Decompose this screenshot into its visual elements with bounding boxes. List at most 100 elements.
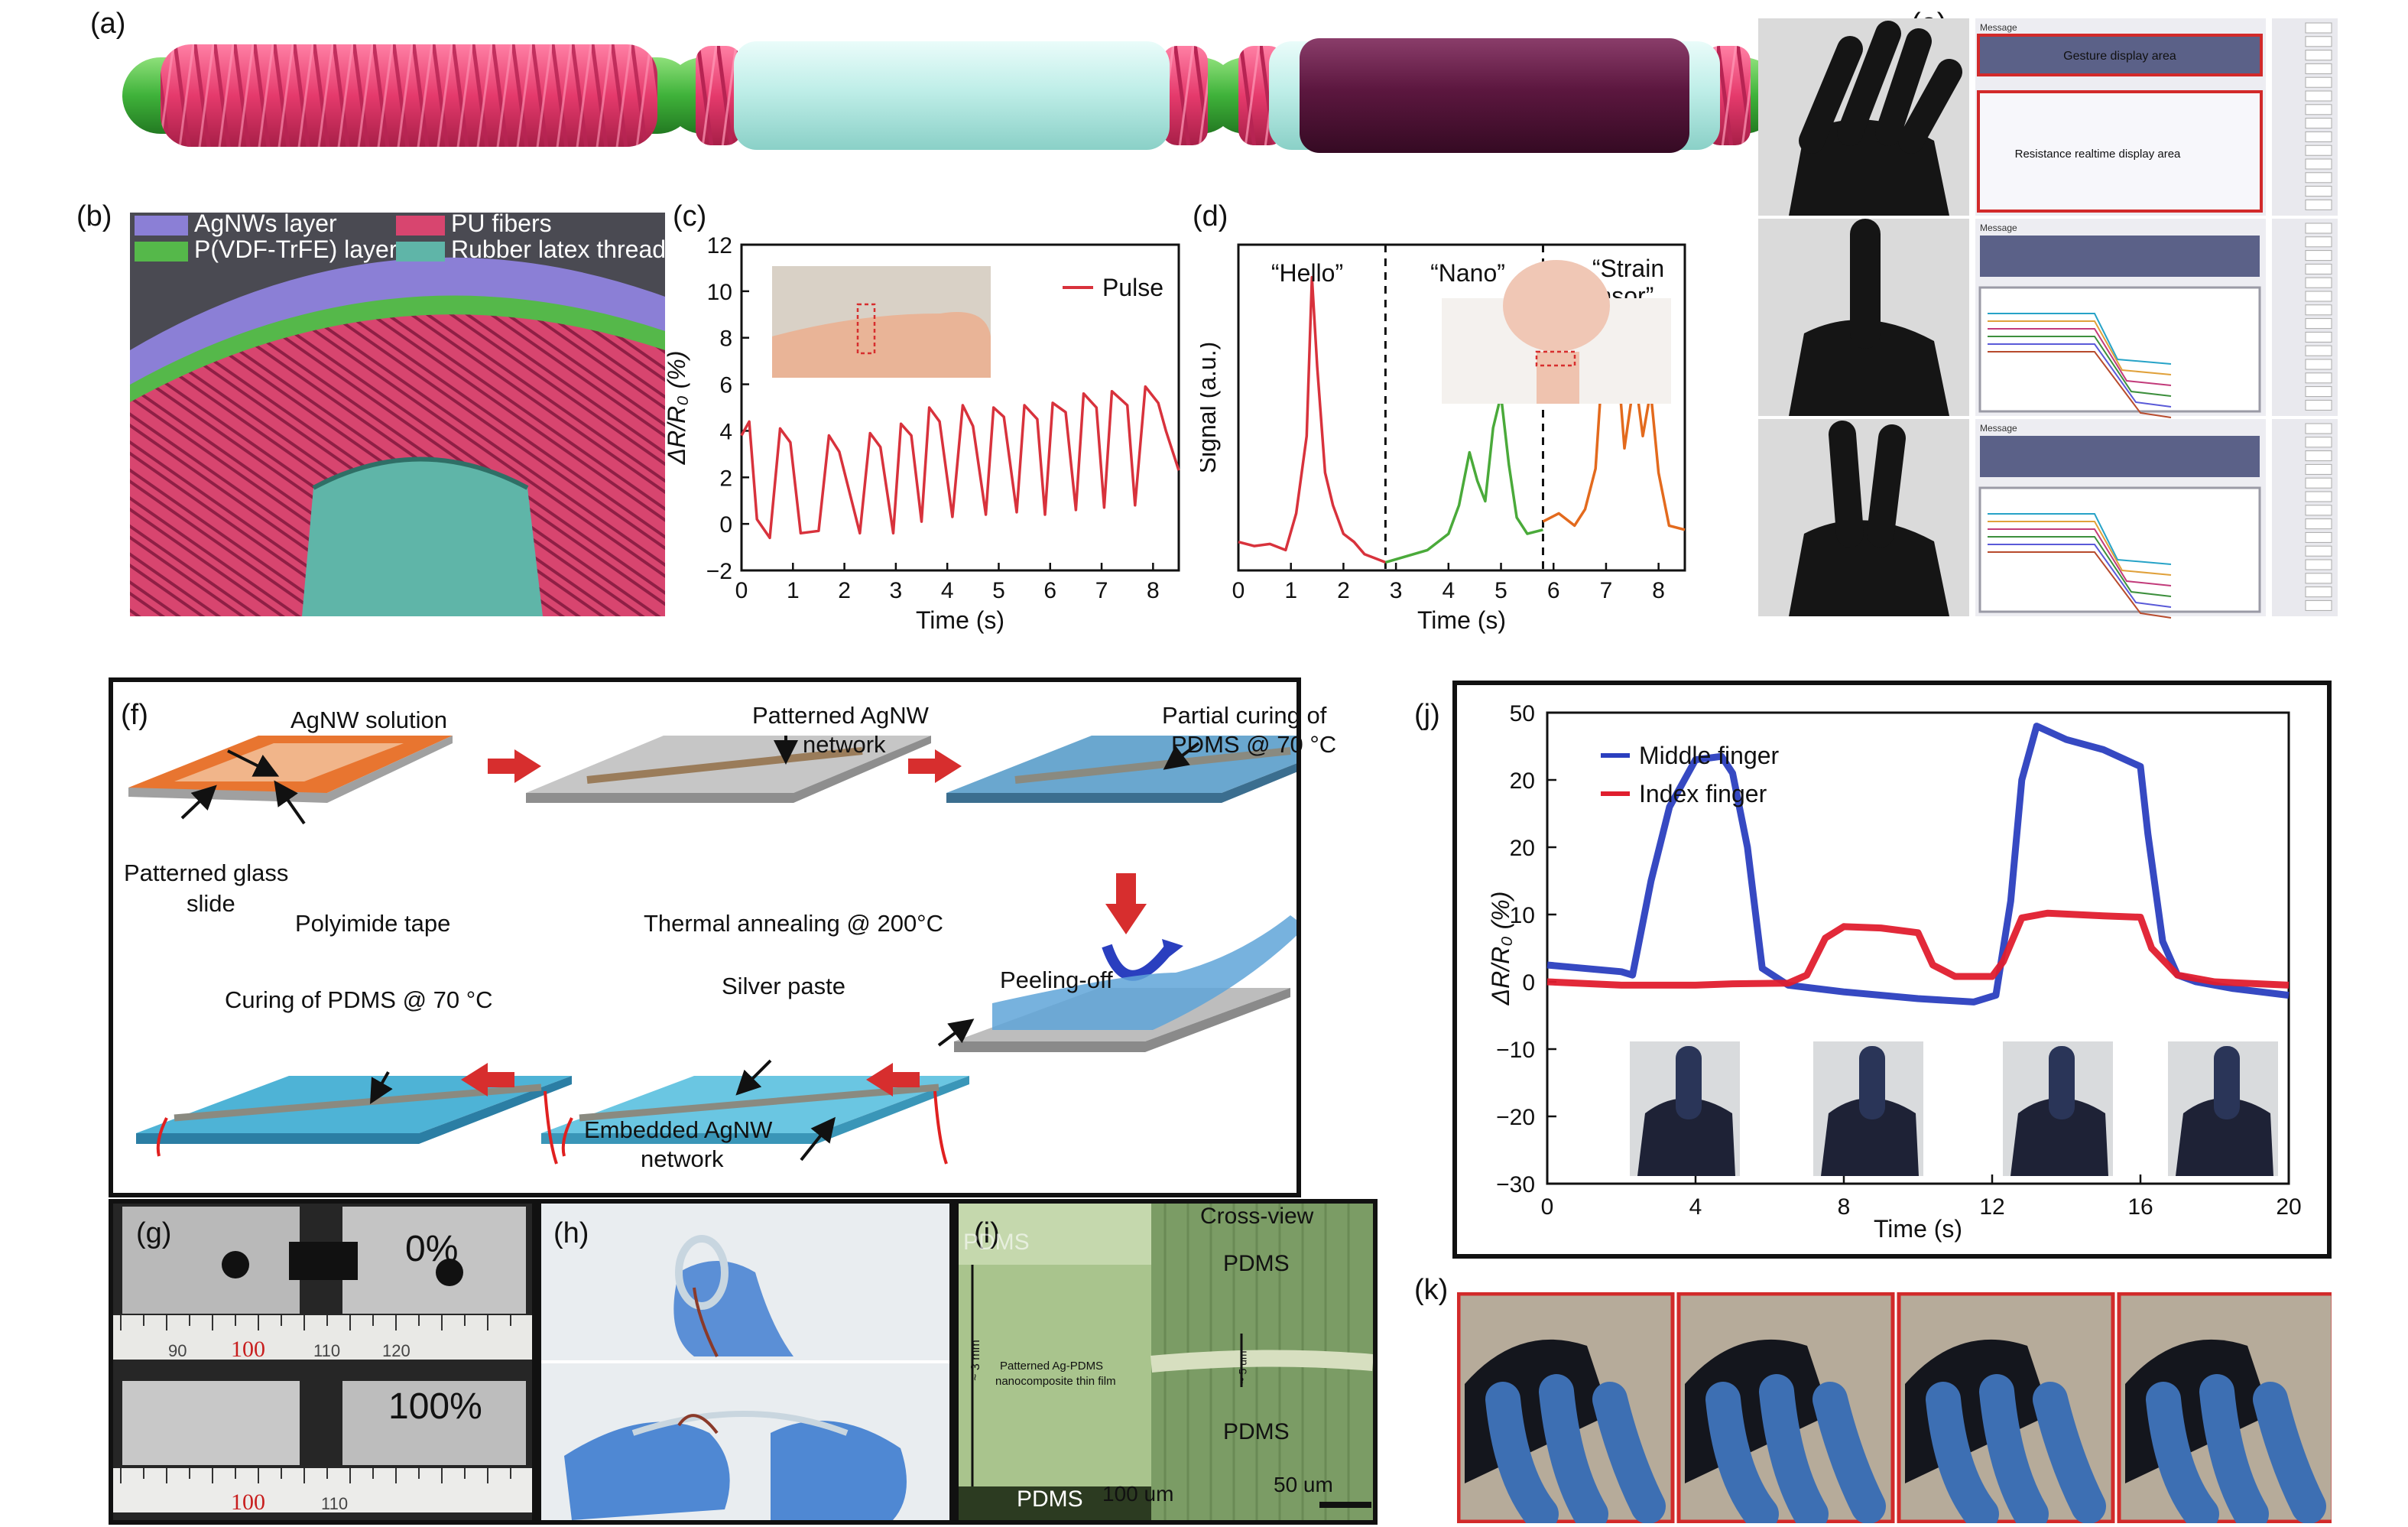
glove-finger-shapes	[1799, 21, 1962, 154]
message-label: Message	[1980, 22, 2017, 33]
channel-checkbox	[2305, 186, 2332, 197]
y-axis-title: ΔR/R₀ (%)	[665, 351, 690, 466]
resistance-trace	[1988, 544, 2172, 608]
throat-inset-face	[1503, 260, 1610, 352]
resistance-trace	[1988, 528, 2172, 586]
panel-h-frame	[537, 1199, 954, 1525]
x-tick-label: 2	[838, 578, 851, 603]
cross-view-title: Cross-view	[1200, 1204, 1314, 1229]
x-tick-label: 3	[1390, 578, 1403, 603]
resistance-trace	[1988, 521, 2172, 576]
label-patterned-glass-2: slide	[187, 890, 235, 917]
pulse-series-line	[740, 385, 1180, 540]
flexibility-photo	[541, 1204, 949, 1520]
glove-thumb-photo-4	[2168, 1041, 2278, 1176]
channel-checkbox	[2305, 359, 2332, 370]
x-tick-label: 4	[1442, 578, 1455, 603]
glove-photo-1	[1456, 1291, 1675, 1527]
x-tick-label: 7	[1600, 578, 1613, 603]
glove-photo-strip-svg	[1456, 1291, 2335, 1527]
ruler-tick-120: 120	[382, 1341, 411, 1360]
throat-inset-neck	[1537, 352, 1579, 404]
speech-series-line	[1384, 394, 1543, 564]
panel-i-frame	[954, 1199, 1378, 1525]
glove-thumb-photo-2	[1813, 1041, 1923, 1176]
strain-label-100: 100%	[388, 1386, 482, 1427]
panel-label-h: (h)	[553, 1217, 589, 1249]
channel-checkbox	[2305, 291, 2332, 302]
legend-label-latex: Rubber latex thread	[451, 236, 667, 263]
x-tick-label: 5	[1494, 578, 1507, 603]
channel-checkbox	[2305, 158, 2332, 170]
glove-thumb-finger	[2049, 1046, 2075, 1119]
channel-checkbox	[2305, 50, 2332, 61]
glove-thumb-finger	[1859, 1046, 1885, 1119]
channel-checkbox	[2305, 76, 2332, 88]
channel-checkbox	[2305, 491, 2332, 502]
y-tick-label: 0	[719, 512, 732, 538]
channel-checkbox	[2305, 263, 2332, 275]
y-tick-label: 10	[1510, 903, 1535, 928]
stretch-test-photo	[113, 1204, 532, 1520]
glove-photo-fingers	[1926, 1374, 2106, 1527]
glove-thumb-hand	[1821, 1098, 1919, 1176]
message-label: Message	[1980, 223, 2017, 233]
label-embedded-agnw-2: network	[641, 1145, 724, 1172]
channel-checkbox	[2305, 104, 2332, 115]
strain-label-0: 0%	[405, 1229, 459, 1269]
x-tick-label: 5	[992, 578, 1005, 603]
resistance-display-box	[1977, 90, 2263, 213]
word-label-hello: “Hello”	[1271, 259, 1343, 287]
channel-checkbox	[2305, 63, 2332, 74]
channel-checkbox	[2305, 559, 2332, 570]
resistance-plot-box	[1978, 286, 2261, 413]
wrist-inset-photo	[772, 266, 991, 378]
channel-checkbox	[2305, 131, 2332, 142]
pdms-label-bottom-right: PDMS	[1223, 1419, 1290, 1444]
resistance-trace	[1988, 351, 2172, 418]
cross-section-micrograph	[959, 1204, 1373, 1520]
y-axis-title: Signal (a.u.)	[1200, 342, 1221, 474]
channel-checkbox	[2305, 345, 2332, 356]
channel-checkbox	[2305, 477, 2332, 489]
resistance-plot-box	[1978, 486, 2261, 613]
label-polyimide: Polyimide tape	[295, 910, 451, 937]
label-thermal-annealing: Thermal annealing @ 200°C	[644, 910, 943, 937]
x-tick-label: 6	[1547, 578, 1560, 603]
pdms-label-top-left: PDMS	[963, 1230, 1030, 1255]
ruler-tick-110-b: 110	[321, 1494, 349, 1513]
channel-checkbox	[2305, 118, 2332, 129]
y-tick-label: 10	[707, 280, 732, 305]
x-tick-label: 7	[1095, 578, 1108, 603]
label-patterned-agnw-2: network	[803, 731, 886, 758]
pdms-label-top: PDMS	[1223, 1251, 1290, 1276]
x-tick-label: 20	[2276, 1194, 2301, 1220]
throat-inset-photo	[1442, 260, 1671, 404]
word-label-strain: “Strain	[1592, 255, 1664, 282]
y-tick-label: 8	[719, 327, 732, 352]
channel-checkbox	[2305, 304, 2332, 316]
x-tick-label: 16	[2127, 1194, 2153, 1220]
channel-checkbox	[2305, 573, 2332, 584]
legend-label-pu: PU fibers	[451, 210, 552, 237]
fiber-render-pvdf	[665, 41, 1238, 150]
patterned-film-label-2: nanocomposite thin film	[995, 1375, 1116, 1388]
y-tick-label: 0	[1522, 970, 1535, 996]
gesture-display-box	[1977, 34, 2263, 76]
word-label-nano: “Nano”	[1430, 259, 1505, 287]
channel-checkbox	[2305, 586, 2332, 598]
gesture-row-two: Message	[1758, 419, 2338, 619]
channel-checkbox	[2305, 22, 2332, 34]
scale-50um: 50 um	[1274, 1473, 1333, 1496]
resistance-trace	[1988, 320, 2172, 375]
label-partial-curing-2: PDMS @ 70 °C	[1171, 731, 1337, 758]
x-tick-label: 0	[1541, 1194, 1554, 1220]
x-tick-label: 4	[941, 578, 954, 603]
legend-swatch-latex	[396, 242, 445, 262]
channel-checkbox	[2305, 399, 2332, 411]
wrist-sensor-marker	[856, 303, 876, 355]
y-tick-label: 2	[719, 466, 732, 491]
